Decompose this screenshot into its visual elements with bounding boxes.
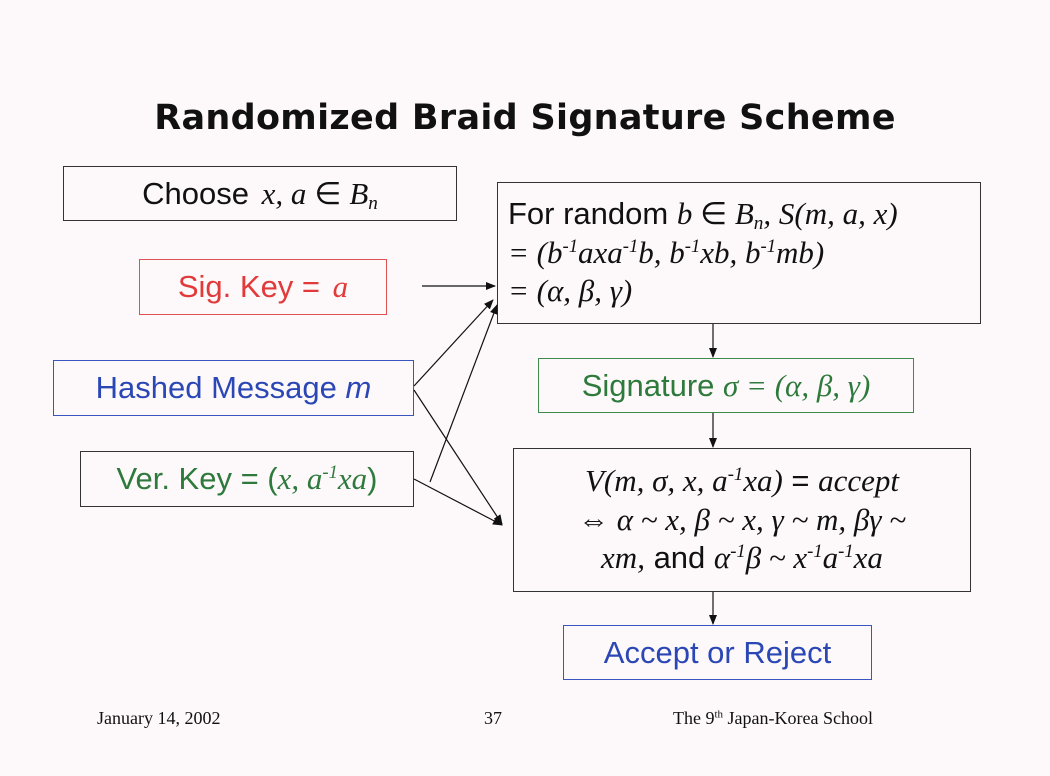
accept-reject-box: Accept or Reject (563, 625, 872, 680)
verification-key-close: ) (367, 461, 378, 496)
verification-key-box: Ver. Key = ( x, a-1xa ) (80, 451, 414, 507)
verification-line-2: ⇔ α ~ x, β ~ x, γ ~ m, βγ ~ (577, 501, 907, 537)
arrow-verkey-to-verify (413, 478, 503, 526)
hashed-message-var: m (345, 370, 372, 405)
hashed-message-label: Hashed Message (95, 370, 346, 405)
choose-label: Choose (142, 175, 258, 211)
hashed-message-box: Hashed Message m (53, 360, 414, 416)
signing-key-label: Sig. Key = (177, 269, 329, 304)
signing-line-3: = (α, β, γ) (508, 273, 633, 309)
choose-keys-box: Choose x, a ∈ Bn (63, 166, 457, 221)
verification-line-3: xm, and α-1β ~ x-1a-1xa (601, 540, 883, 576)
slide-title: Randomized Braid Signature Scheme (154, 98, 896, 138)
signing-key-var: a (332, 269, 349, 304)
verification-key-expr: x, a-1xa (277, 461, 368, 496)
arrow-hash-to-verify (413, 389, 503, 525)
accept-reject-label: Accept or Reject (603, 634, 832, 670)
verification-key-label: Ver. Key = ( (116, 461, 278, 496)
verification-process-box: V(m, σ, x, a-1xa) = accept ⇔ α ~ x, β ~ … (513, 448, 971, 592)
footer-school: The 9th Japan-Korea School (673, 708, 873, 728)
signature-label: Signature (581, 367, 724, 403)
verification-line-1: V(m, σ, x, a-1xa) = accept (584, 463, 900, 499)
signing-process-box: For random b ∈ Bn, S(m, a, x) = (b-1axa-… (497, 182, 981, 324)
arrow-hash-to-sign (413, 299, 494, 387)
signing-line-2: = (b-1axa-1b, b-1xb, b-1mb) (508, 234, 825, 270)
arrow-verkey-to-sign (429, 304, 498, 483)
signature-box: Signature σ = (α, β, γ) (538, 358, 914, 413)
choose-vars: x, a (261, 175, 307, 211)
signing-key-box: Sig. Key = a (139, 259, 387, 315)
signature-expr: σ = (α, β, γ) (723, 367, 871, 403)
braid-group-symbol: Bn (349, 175, 378, 214)
footer-page-number: 37 (484, 708, 502, 728)
footer-date: January 14, 2002 (97, 708, 221, 728)
element-of-symbol: ∈ (314, 175, 342, 211)
signing-line-1: For random b ∈ Bn, S(m, a, x) (508, 196, 898, 235)
